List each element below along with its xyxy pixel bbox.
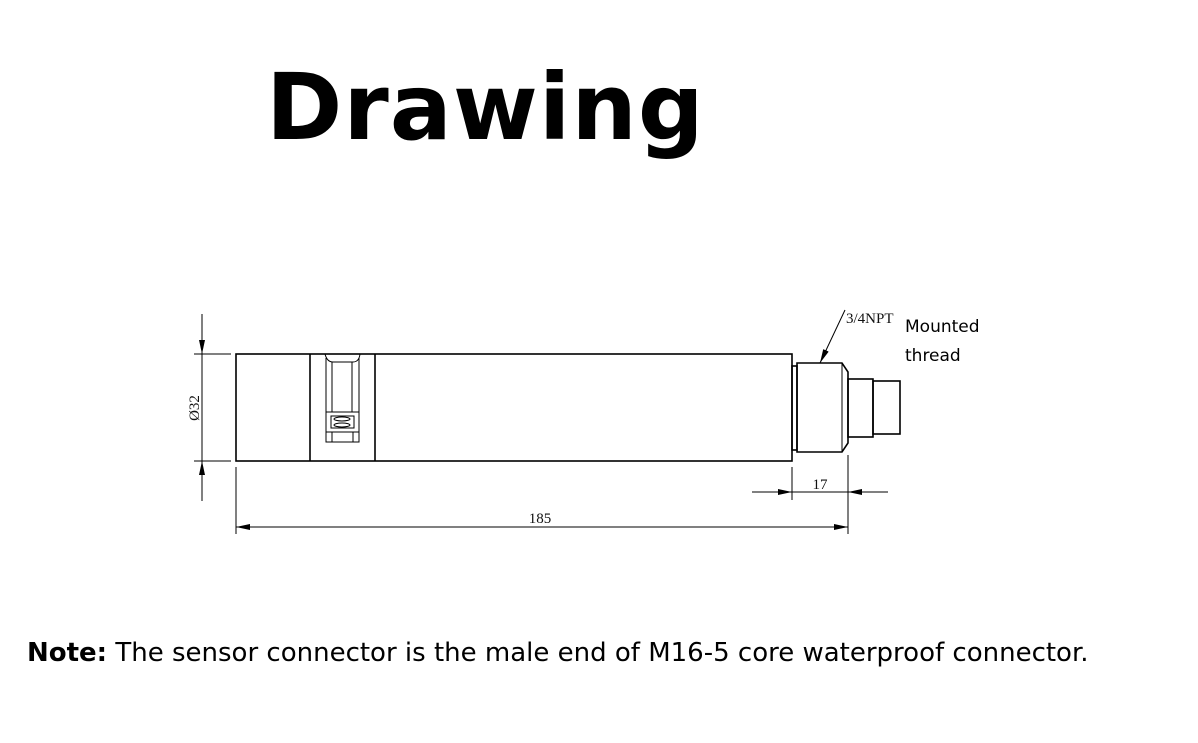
thread-callout: 3/4NPT Mounted thread (819, 309, 980, 366)
sensor-body (235, 353, 793, 462)
dimension-length: 185 (235, 455, 849, 534)
note: Note: The sensor connector is the male e… (27, 638, 1089, 668)
thread-length-label: 17 (813, 477, 829, 493)
length-label: 185 (529, 511, 552, 527)
note-text: The sensor connector is the male end of … (107, 638, 1089, 668)
thread-fitting (791, 362, 849, 453)
note-label: Note: (27, 638, 108, 668)
dimension-thread-length: 17 (752, 467, 888, 500)
thread-label-line1: Mounted (905, 317, 980, 337)
thread-label-line2: thread (905, 346, 961, 366)
connector (847, 378, 901, 438)
page-title: Drawing (266, 54, 705, 161)
thread-spec: 3/4NPT (846, 311, 894, 327)
dimension-diameter: Ø32 (187, 314, 231, 501)
diameter-label: Ø32 (187, 395, 203, 421)
